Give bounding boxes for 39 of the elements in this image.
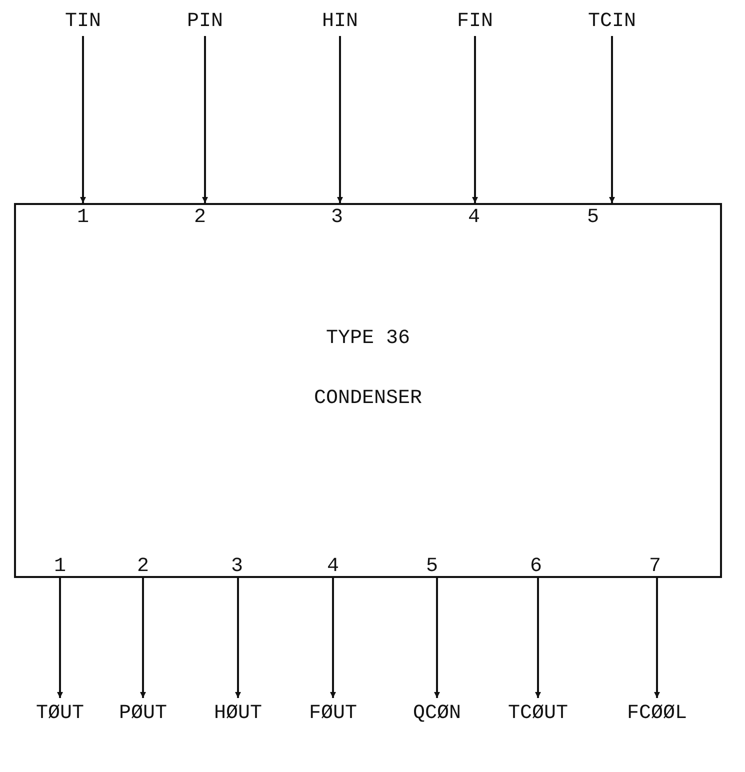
- output-signal: PØUT: [119, 702, 167, 726]
- port-number: 6: [530, 556, 542, 578]
- arrow: [654, 578, 660, 698]
- output-signal: TCØUT: [508, 702, 568, 726]
- arrow: [202, 36, 208, 203]
- arrow: [57, 578, 63, 698]
- port-number: 3: [231, 556, 243, 578]
- port-number: 5: [587, 207, 599, 229]
- arrow: [330, 578, 336, 698]
- port-number: 2: [137, 556, 149, 578]
- input-signal: PIN: [187, 10, 223, 34]
- port-number: 4: [327, 556, 339, 578]
- arrow: [434, 578, 440, 698]
- component-name: CONDENSER: [312, 387, 424, 411]
- port-number: 7: [649, 556, 661, 578]
- port-number: 5: [426, 556, 438, 578]
- output-signal: HØUT: [214, 702, 262, 726]
- output-signal: FCØØL: [627, 702, 687, 726]
- arrow: [337, 36, 343, 203]
- component-type: TYPE 36: [324, 327, 411, 351]
- input-signal: HIN: [322, 10, 358, 34]
- output-signal: FØUT: [309, 702, 357, 726]
- port-number: 4: [468, 207, 480, 229]
- output-signal: TØUT: [36, 702, 84, 726]
- output-signal: QCØN: [413, 702, 461, 726]
- arrow: [80, 36, 86, 203]
- port-number: 1: [54, 556, 66, 578]
- component-box: [14, 203, 722, 578]
- input-signal: TIN: [65, 10, 101, 34]
- arrow: [535, 578, 541, 698]
- arrow: [235, 578, 241, 698]
- arrow: [140, 578, 146, 698]
- port-number: 2: [194, 207, 206, 229]
- input-signal: TCIN: [588, 10, 636, 34]
- arrow: [609, 36, 615, 203]
- input-signal: FIN: [457, 10, 493, 34]
- port-number: 1: [77, 207, 89, 229]
- port-number: 3: [331, 207, 343, 229]
- arrow: [472, 36, 478, 203]
